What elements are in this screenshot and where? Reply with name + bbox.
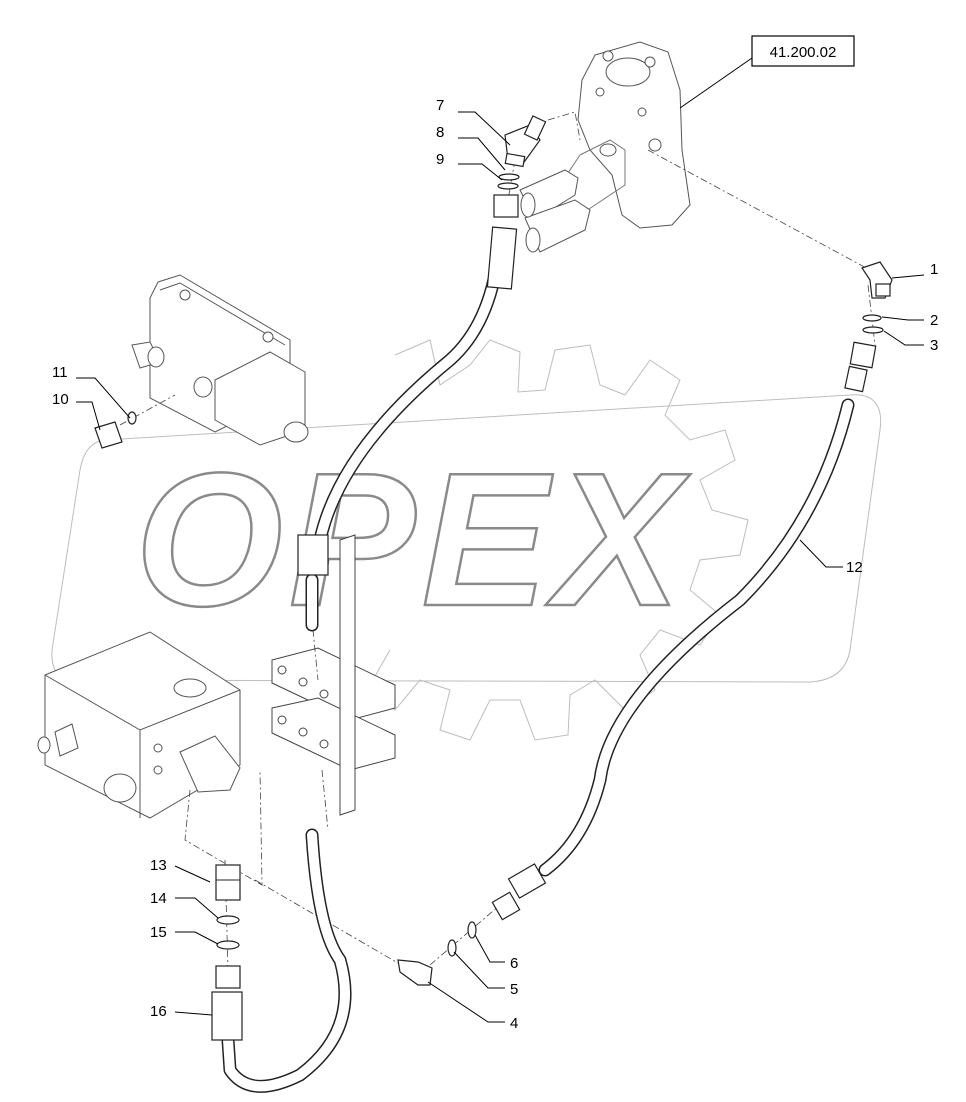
callout-4[interactable]: 4 — [510, 1015, 518, 1032]
callout-13[interactable]: 13 — [150, 857, 167, 874]
hose-sleeve-mid — [297, 534, 329, 576]
callout-14[interactable]: 14 — [150, 890, 167, 907]
o-ring-3 — [862, 326, 884, 334]
callout-3[interactable]: 3 — [930, 337, 938, 354]
o-ring-6 — [467, 921, 477, 939]
callout-leaders — [76, 111, 925, 1023]
adapter-13 — [215, 864, 241, 901]
callout-6[interactable]: 6 — [510, 955, 518, 972]
hose-clamp-brackets — [271, 534, 396, 816]
callout-8[interactable]: 8 — [436, 124, 444, 141]
o-ring-5 — [447, 939, 457, 957]
callout-11[interactable]: 11 — [52, 364, 68, 381]
reference-box-label: 41.200.02 — [770, 44, 837, 61]
hose-end-right — [844, 341, 877, 393]
callout-2[interactable]: 2 — [930, 312, 938, 329]
o-ring-9 — [497, 182, 519, 190]
callout-9[interactable]: 9 — [436, 151, 444, 168]
hose-end-lower-left — [211, 965, 243, 1041]
hose-end-upper — [486, 194, 519, 290]
elbow-fitting-7 — [504, 115, 547, 168]
hose-12 — [538, 398, 855, 877]
callout-12[interactable]: 12 — [846, 559, 863, 576]
elbow-fitting-1 — [861, 261, 893, 299]
hose-end-lower-right — [491, 863, 547, 921]
watermark-gear — [369, 339, 749, 741]
upper-left-valve-block — [131, 274, 309, 446]
o-ring-8 — [498, 173, 520, 181]
elbow-fitting-4 — [397, 959, 433, 986]
watermark-text: OPEX — [135, 434, 691, 646]
watermark-slab — [51, 394, 882, 683]
plug-10 — [94, 421, 123, 449]
o-ring-15 — [216, 940, 240, 950]
callout-16[interactable]: 16 — [150, 1003, 167, 1020]
callout-5[interactable]: 5 — [510, 981, 518, 998]
callout-1[interactable]: 1 — [930, 261, 938, 278]
hose-16 — [221, 228, 507, 1093]
o-ring-2 — [862, 314, 882, 322]
o-ring-14 — [216, 915, 240, 925]
callout-labels: 1 2 3 4 5 6 7 8 9 10 11 12 13 14 15 16 — [52, 97, 938, 1032]
callout-7[interactable]: 7 — [436, 97, 444, 114]
steering-valve-assembly — [519, 41, 691, 253]
callout-10[interactable]: 10 — [52, 391, 69, 408]
reference-box[interactable]: 41.200.02 — [679, 35, 855, 109]
watermark: OPEX — [51, 339, 882, 741]
o-ring-11 — [127, 411, 137, 425]
lower-left-valve-block — [37, 631, 241, 819]
callout-15[interactable]: 15 — [150, 924, 167, 941]
